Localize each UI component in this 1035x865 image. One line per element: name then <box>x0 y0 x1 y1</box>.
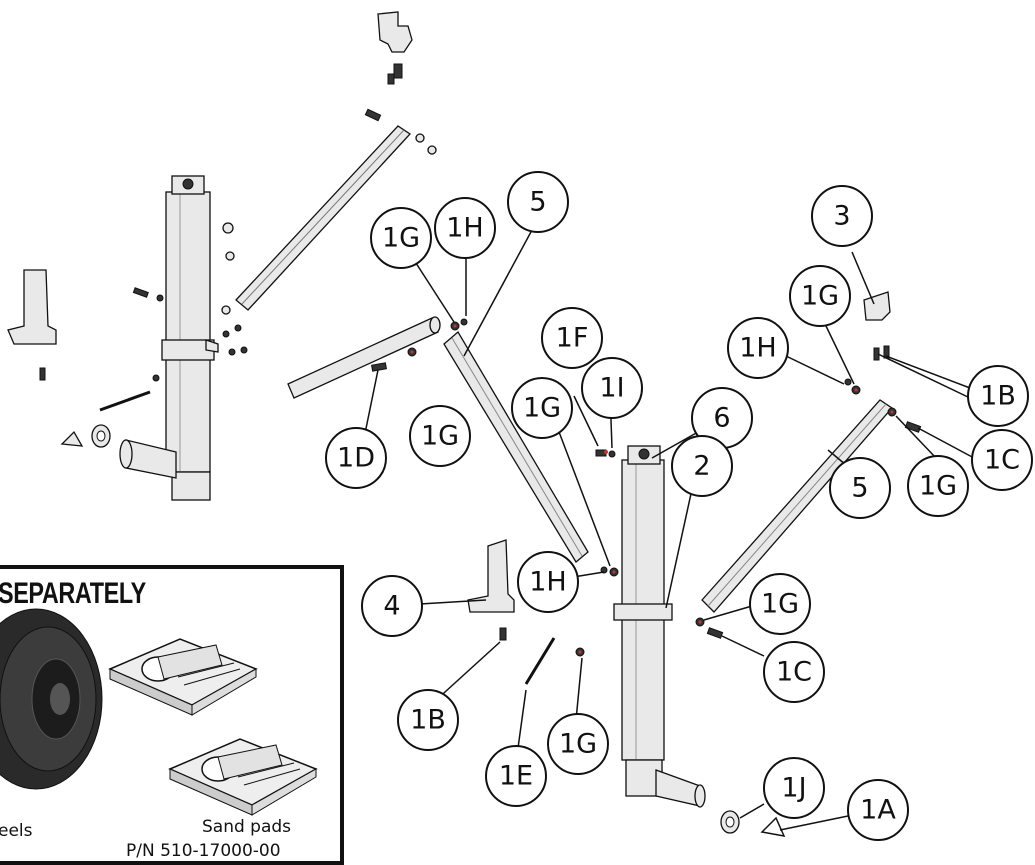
callout-1I: 1I <box>581 357 643 419</box>
callout-1H-center: 1H <box>517 551 579 613</box>
callout-label: 1B <box>980 381 1016 412</box>
callout-1B-right: 1B <box>967 365 1029 427</box>
callout-1E: 1E <box>485 745 547 807</box>
inset-illustrations <box>0 608 318 816</box>
callout-label: 5 <box>851 473 868 504</box>
callout-label: 1G <box>801 281 839 312</box>
callout-label: 1H <box>446 213 483 244</box>
callout-label: 1F <box>556 323 589 354</box>
sand-pad-illustration <box>168 738 318 816</box>
callout-1D: 1D <box>325 427 387 489</box>
callout-label: 5 <box>529 187 546 218</box>
upper-diagonal-tube <box>235 108 437 311</box>
inset-title: SEPARATELY <box>0 577 146 610</box>
callout-1G-mid-left: 1G <box>409 405 471 467</box>
left-side-bracket <box>7 269 57 381</box>
main-vertical-post <box>613 445 706 808</box>
sand-pads-label: Sand pads <box>202 817 292 837</box>
callout-label: 1G <box>761 589 799 620</box>
callout-1G-upper: 1G <box>370 207 432 269</box>
callout-1B-lower: 1B <box>397 689 459 751</box>
callout-2: 2 <box>671 435 733 497</box>
callout-1C-lower: 1C <box>763 641 825 703</box>
callout-label: 6 <box>713 403 730 434</box>
callout-1G-right-upper: 1G <box>789 265 851 327</box>
callout-4: 4 <box>361 575 423 637</box>
callout-label: 1B <box>410 705 446 736</box>
callout-label: 1D <box>337 443 375 474</box>
left-assembly <box>7 11 437 501</box>
sold-separately-inset: SEPARATELY eels San <box>0 565 344 865</box>
callout-label: 1H <box>529 567 566 598</box>
callout-1G-center: 1G <box>511 377 573 439</box>
callout-label: 1G <box>421 421 459 452</box>
sand-pads-part-number: P/N 510-17000-00 <box>126 841 281 861</box>
callout-label: 2 <box>693 451 710 482</box>
callout-label: 3 <box>833 201 850 232</box>
bracket-4 <box>467 539 515 613</box>
right-assembly <box>701 291 922 613</box>
callout-label: 1C <box>984 445 1020 476</box>
callout-label: 1H <box>739 333 776 364</box>
callout-1G-lower: 1G <box>547 713 609 775</box>
callout-label: 1I <box>599 373 624 404</box>
wheels-label: eels <box>0 821 33 841</box>
callout-1G-right-lower: 1G <box>749 573 811 635</box>
callout-1H-right: 1H <box>727 317 789 379</box>
callout-label: 1E <box>499 761 533 792</box>
callout-label: 1J <box>781 773 806 804</box>
callout-1F: 1F <box>541 307 603 369</box>
middle-assembly <box>287 316 786 837</box>
exploded-assembly-diagram: 5 1H 1G 1G 1D 1F 1I 1G 6 2 1H 4 <box>7 11 1033 841</box>
wheel-illustration <box>0 608 103 790</box>
callout-1C-right: 1C <box>971 429 1033 491</box>
left-vertical-post <box>119 175 215 501</box>
callout-label: 1G <box>919 471 957 502</box>
callout-label: 1G <box>382 223 420 254</box>
sand-pad-illustration <box>108 638 258 716</box>
top-bracket <box>377 11 413 85</box>
callout-label: 4 <box>383 591 400 622</box>
callout-1H-upper: 1H <box>434 197 496 259</box>
diagonal-tube-5 <box>443 331 589 563</box>
callout-3: 3 <box>811 185 873 247</box>
callout-label: 1G <box>559 729 597 760</box>
callout-1A: 1A <box>847 779 909 841</box>
callout-label: 1A <box>860 795 896 826</box>
callout-label: 1G <box>523 393 561 424</box>
short-tube <box>287 316 441 399</box>
callout-5-right: 5 <box>829 457 891 519</box>
callout-1G-right-mid: 1G <box>907 455 969 517</box>
callout-5-upper: 5 <box>507 171 569 233</box>
callout-label: 1C <box>776 657 812 688</box>
callout-1J: 1J <box>763 757 825 819</box>
